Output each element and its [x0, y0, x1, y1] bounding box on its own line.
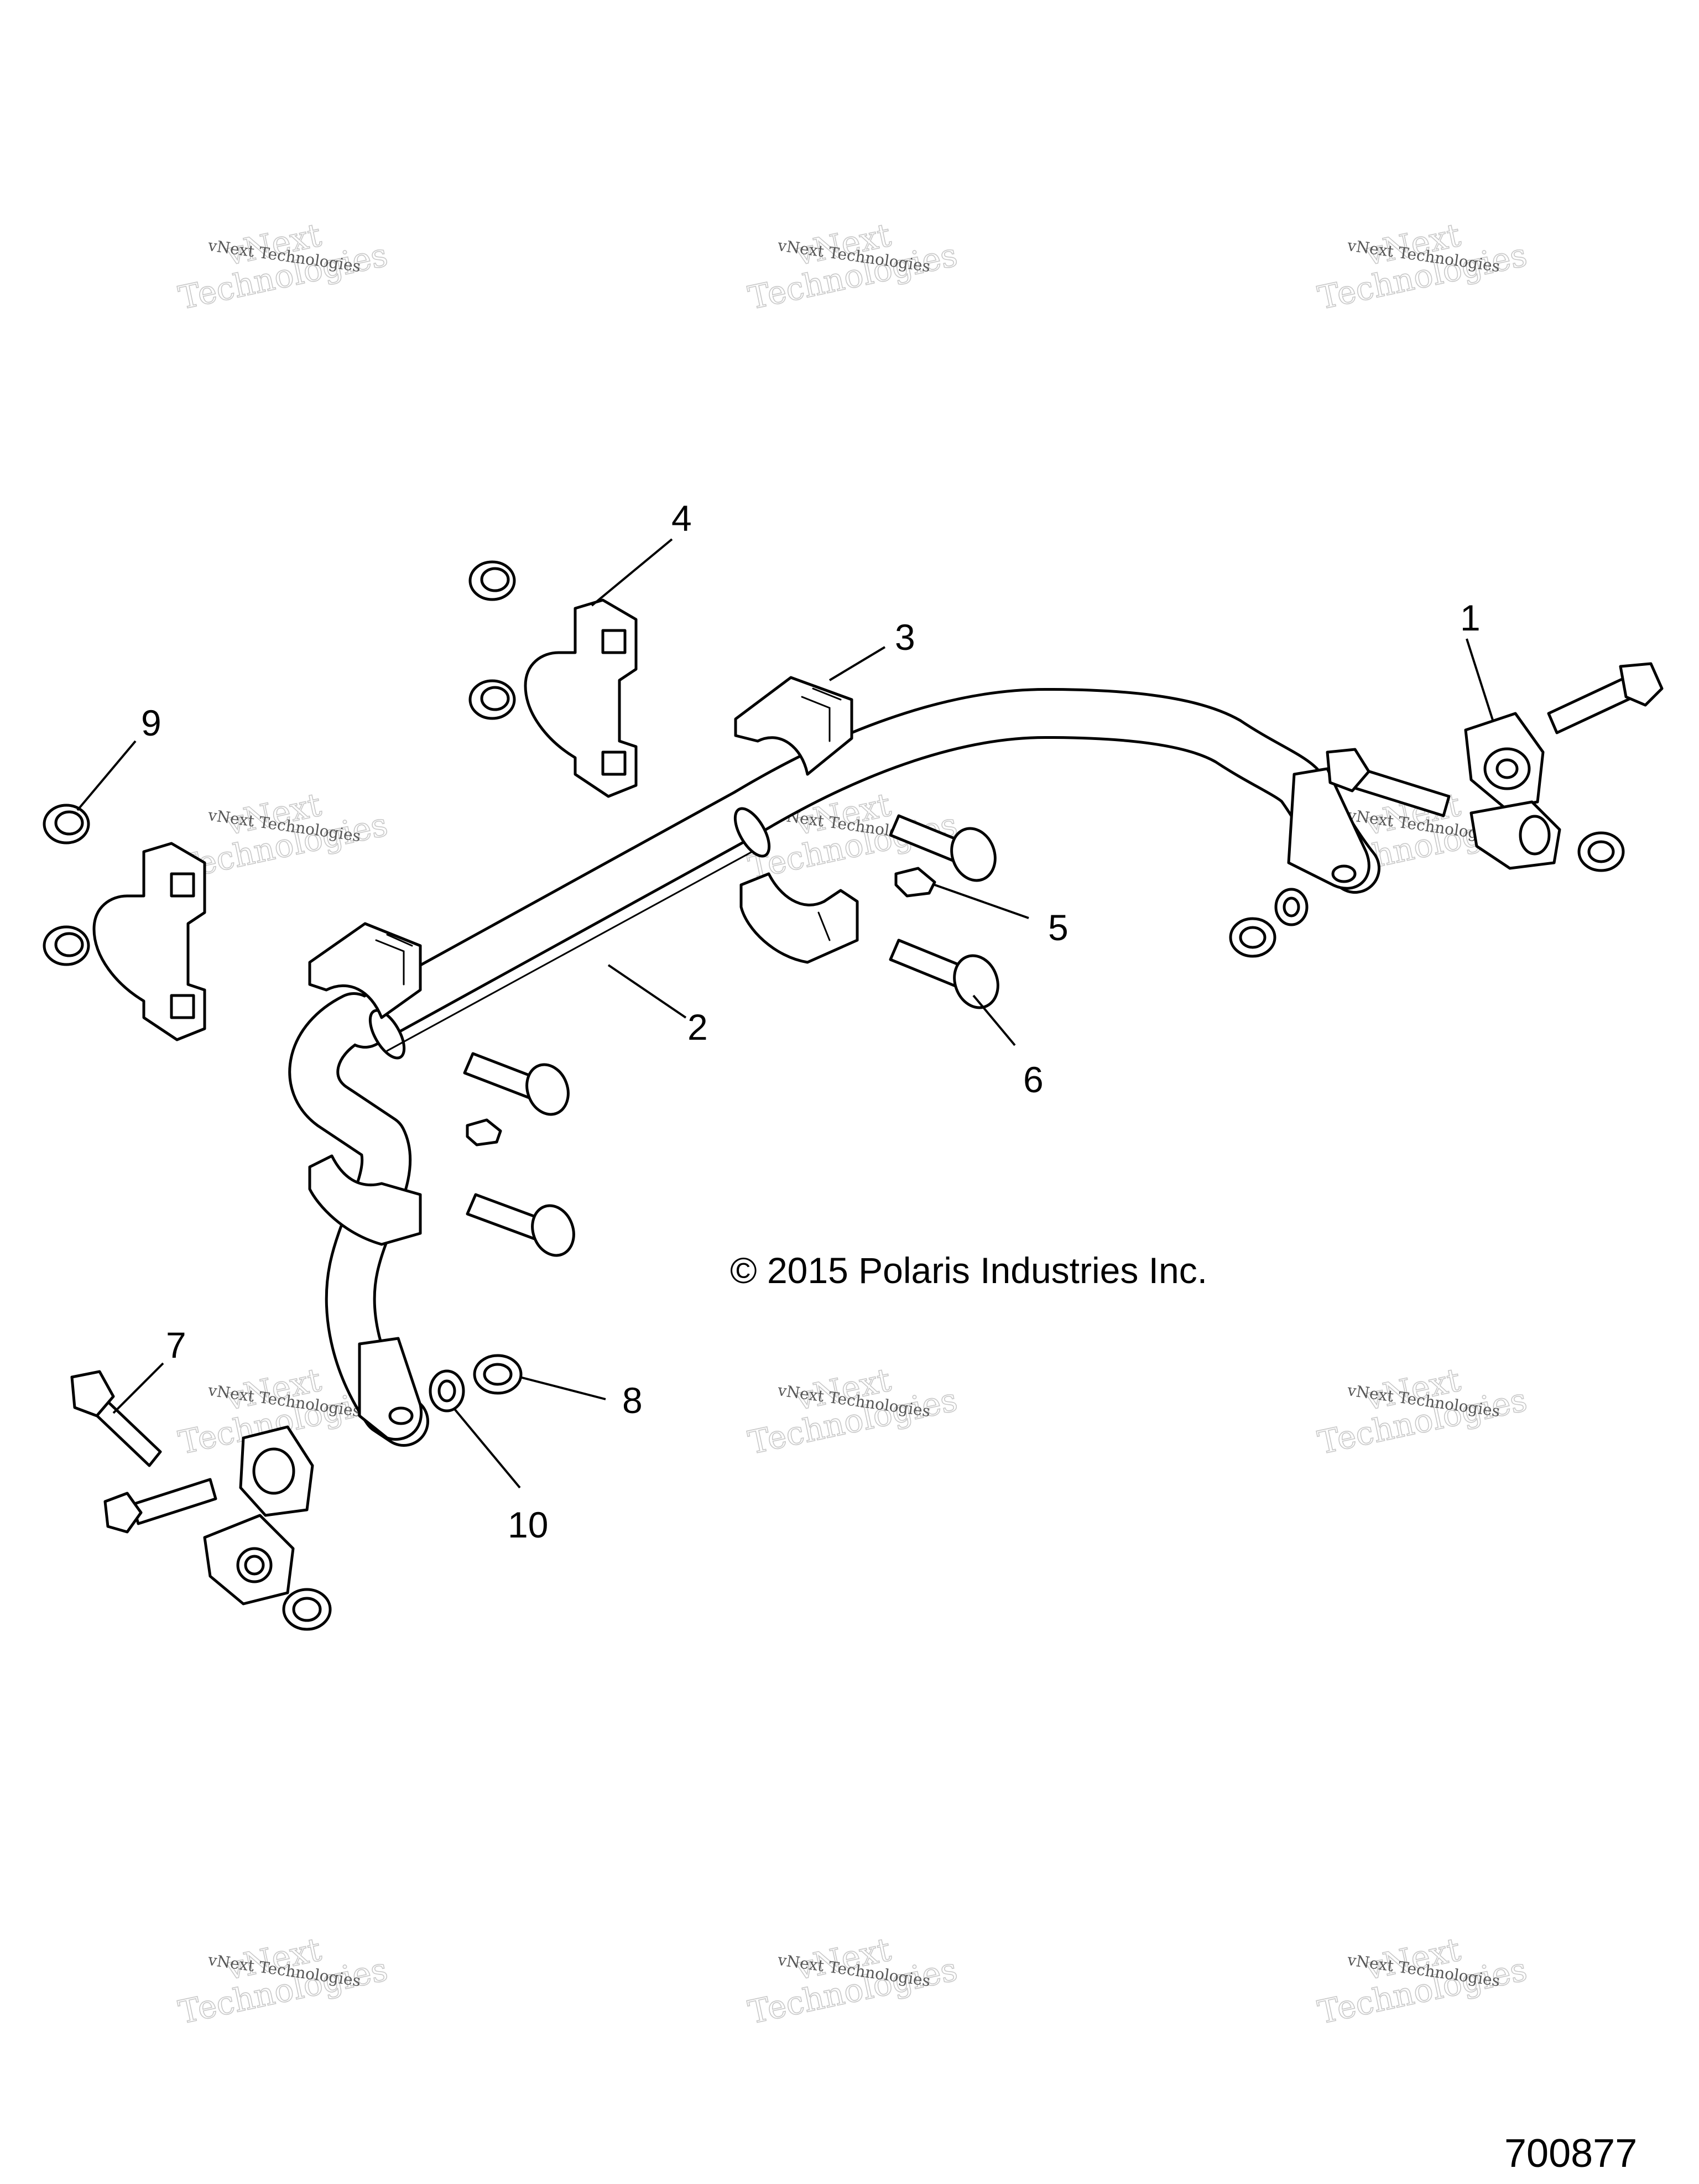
nut-9-mid [468, 679, 516, 720]
bushing-upper-right [734, 676, 853, 776]
leader-2 [607, 964, 687, 1019]
leader-6 [972, 994, 1016, 1046]
nut-9-left-top [43, 804, 90, 845]
watermark: vNext Technologies vNext Technologies [744, 1361, 961, 1462]
bolt-7-upper [70, 1370, 162, 1467]
leader-8 [519, 1376, 606, 1400]
callout-3: 3 [895, 617, 915, 658]
callout-4: 4 [671, 498, 692, 539]
pin-left-upper [463, 1052, 570, 1116]
bolt-right-upper [1547, 662, 1664, 734]
leader-3 [828, 646, 886, 681]
leader-5 [934, 884, 1029, 919]
bushing-lower-left [308, 1154, 422, 1246]
nut-9-top [468, 560, 516, 601]
watermark: vNext Technologies vNext Technologies [175, 1930, 391, 2032]
callout-10: 10 [508, 1504, 548, 1545]
bolt-7-lower [103, 1478, 217, 1534]
washer-10 [429, 1369, 465, 1412]
figure-number: 700877 [1504, 2131, 1637, 2176]
leader-7 [112, 1362, 164, 1414]
leader-10 [454, 1408, 521, 1489]
callout-1: 1 [1460, 597, 1481, 638]
bushing-lower-right [739, 872, 859, 964]
grease-fitting-5 [894, 867, 936, 898]
bracket-upper [524, 598, 638, 798]
leader-lines [76, 538, 1494, 1489]
bolt-right-lower [1326, 748, 1451, 817]
callout-labels: 1 2 3 4 5 6 7 8 9 10 [141, 498, 1481, 1545]
nut-8 [473, 1354, 523, 1395]
callout-2: 2 [687, 1007, 708, 1047]
nut-right-1 [1229, 917, 1276, 958]
watermark: vNext Technologies vNext Technologies [175, 216, 391, 317]
watermark: vNext Technologies vNext Technologies [1314, 1361, 1530, 1462]
watermark: vNext Technologies vNext Technologies [744, 216, 961, 317]
nut-lower-left [282, 1588, 332, 1631]
callout-7: 7 [166, 1325, 186, 1365]
pin-left-lower [466, 1193, 575, 1257]
pin-6-lower [889, 939, 999, 1009]
watermark: vNext Technologies vNext Technologies [1314, 216, 1530, 317]
callout-8: 8 [622, 1380, 643, 1421]
watermark: vNext Technologies vNext Technologies [744, 1930, 961, 2032]
link-left [203, 1425, 314, 1606]
bushing-upper-left [308, 922, 422, 1019]
grease-fitting-left [466, 1118, 502, 1146]
nut-right-2 [1577, 831, 1625, 872]
callout-6: 6 [1023, 1059, 1044, 1100]
pin-6-upper [889, 814, 997, 882]
copyright-notice: © 2015 Polaris Industries Inc. [730, 1250, 1207, 1291]
washer-right [1274, 888, 1309, 926]
bracket-left [92, 842, 206, 1041]
link-1 [1464, 712, 1561, 870]
nut-9-left-bottom [43, 925, 90, 966]
watermark: vNext Technologies vNext Technologies [1314, 1930, 1530, 2032]
callout-9: 9 [141, 702, 161, 743]
leader-1 [1466, 638, 1494, 722]
leader-4 [591, 538, 673, 607]
leader-9 [76, 740, 137, 811]
callout-5: 5 [1048, 907, 1069, 948]
